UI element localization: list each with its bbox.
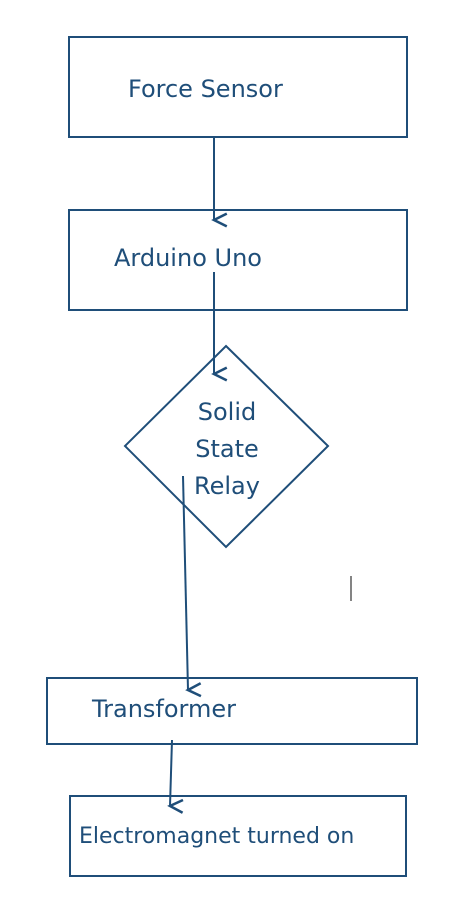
solid-state-relay-label: Solid State Relay <box>187 394 267 505</box>
arrow-transformer-to-electromagnet <box>167 739 184 814</box>
electromagnet-box <box>69 795 407 877</box>
transformer-label: Transformer <box>92 695 237 723</box>
relay-label-line-2: State <box>195 435 259 463</box>
transformer-box <box>46 677 418 745</box>
force-sensor-label: Force Sensor <box>128 75 283 103</box>
relay-label-line-3: Relay <box>194 472 260 500</box>
electromagnet-label: Electromagnet turned on <box>79 824 355 849</box>
arduino-uno-box <box>68 209 408 311</box>
arrow-relay-to-transformer <box>182 475 202 698</box>
force-sensor-box <box>68 36 408 138</box>
solid-state-relay-diamond <box>123 344 330 549</box>
relay-label-line-1: Solid <box>197 398 257 426</box>
arduino-uno-label: Arduino Uno <box>114 244 262 272</box>
